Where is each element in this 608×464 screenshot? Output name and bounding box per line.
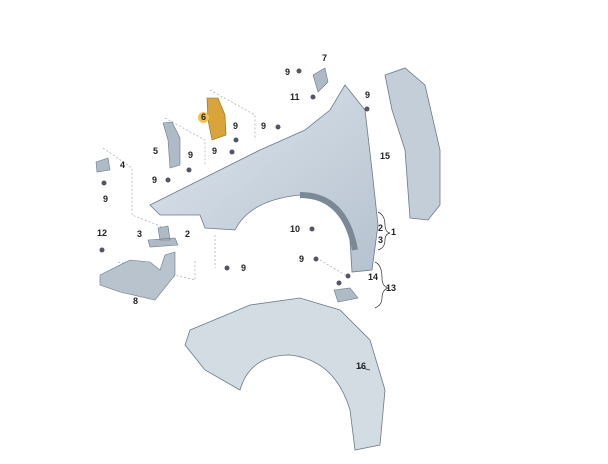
bracket-6 (206, 97, 227, 141)
label-9: 9 (152, 175, 158, 185)
label-9: 9 (261, 121, 267, 131)
label-8: 8 (133, 296, 139, 306)
bracket-7 (312, 67, 329, 93)
label-4: 4 (120, 160, 126, 170)
label-9: 9 (233, 121, 239, 131)
bracket-2 (147, 225, 179, 248)
label-7: 7 (322, 53, 328, 63)
label-14: 14 (368, 272, 379, 282)
label-9: 9 (299, 254, 305, 264)
wheel-housing-liner (184, 297, 386, 451)
leader-lines (102, 89, 346, 281)
label-9: 9 (103, 194, 109, 204)
bracket-8 (99, 251, 176, 301)
label-2: 2 (378, 223, 384, 233)
label-3: 3 (378, 235, 384, 245)
label-13: 13 (386, 283, 397, 293)
bolts (99, 68, 370, 286)
label-10: 10 (290, 224, 301, 234)
label-9: 9 (212, 146, 218, 156)
label-9: 9 (241, 263, 247, 273)
label-5: 5 (153, 146, 159, 156)
label-9: 9 (285, 67, 291, 77)
wheel-arch-edge (299, 192, 358, 251)
label-15: 15 (380, 151, 391, 161)
bracket-4 (95, 157, 111, 173)
label-2: 2 (185, 229, 191, 239)
fender (149, 84, 379, 273)
fender-liner-rear (384, 67, 441, 221)
label-9: 9 (365, 90, 371, 100)
label-16: 16 (356, 361, 367, 371)
bracket-13 (333, 287, 359, 303)
bracket-5 (162, 121, 181, 169)
label-1: 1 (391, 227, 397, 237)
bracket-lines (357, 211, 391, 371)
label-3: 3 (137, 229, 143, 239)
label-12: 12 (97, 228, 108, 238)
label-9: 9 (188, 150, 194, 160)
label-6: 6 (198, 112, 210, 123)
label-11: 11 (290, 92, 300, 102)
